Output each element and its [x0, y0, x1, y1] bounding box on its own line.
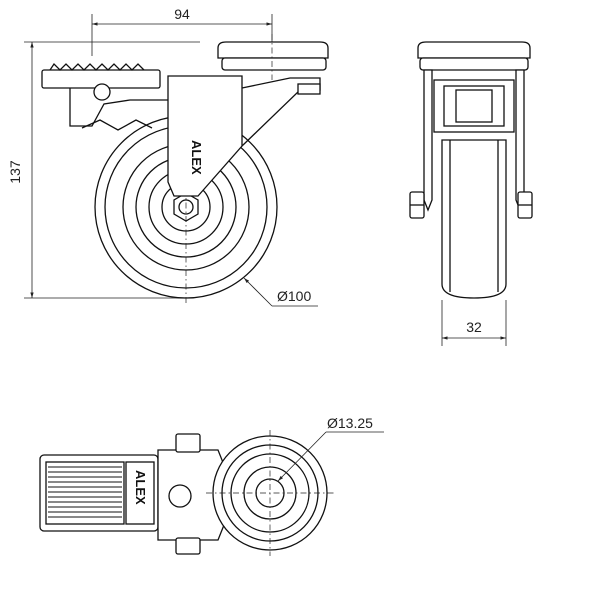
brake-housing-inner: [443, 85, 505, 127]
front-view: 32: [409, 41, 533, 346]
dim-label-wheel-width: 32: [466, 319, 482, 335]
side-brand-logo: ALEX: [189, 140, 204, 175]
dim-leader: [277, 431, 327, 482]
dim-label-wheel-diameter: Ø100: [277, 288, 311, 304]
brake-catch: [297, 83, 321, 95]
fork-leg-right: [515, 69, 525, 212]
pedal-grip: [49, 62, 145, 71]
brake-block: [455, 89, 493, 123]
logo-panel: [125, 461, 155, 525]
brake-pivot: [93, 83, 111, 101]
pedal-grip-area: [45, 461, 125, 525]
brake-spring: [81, 119, 153, 131]
top-plate: [217, 41, 329, 59]
brake-lever: [69, 88, 168, 127]
dim-label-height: 137: [7, 160, 23, 184]
fork-leg-left: [423, 69, 433, 212]
side-view: 94 137 ALEX Ø100: [7, 6, 329, 307]
fork-rivet: [168, 484, 192, 508]
brake-housing: [433, 79, 515, 133]
axle-nut-top: [175, 433, 201, 453]
dim-label-width: 94: [174, 6, 190, 22]
swivel-raceway-front: [419, 57, 529, 71]
bottom-view: ALEX Ø13.25: [39, 415, 384, 556]
pedal-ribs: [48, 466, 122, 518]
dim-leader: [243, 277, 273, 307]
swivel-raceway: [221, 57, 327, 71]
axle-bolt-top: [175, 537, 201, 555]
axle-bore: [178, 199, 194, 215]
top-plate-front: [417, 41, 531, 59]
wheel-front: [441, 139, 507, 299]
fork-leg: [167, 75, 243, 197]
bottom-brand-logo: ALEX: [133, 470, 148, 505]
dim-label-bolt-hole: Ø13.25: [327, 415, 373, 431]
